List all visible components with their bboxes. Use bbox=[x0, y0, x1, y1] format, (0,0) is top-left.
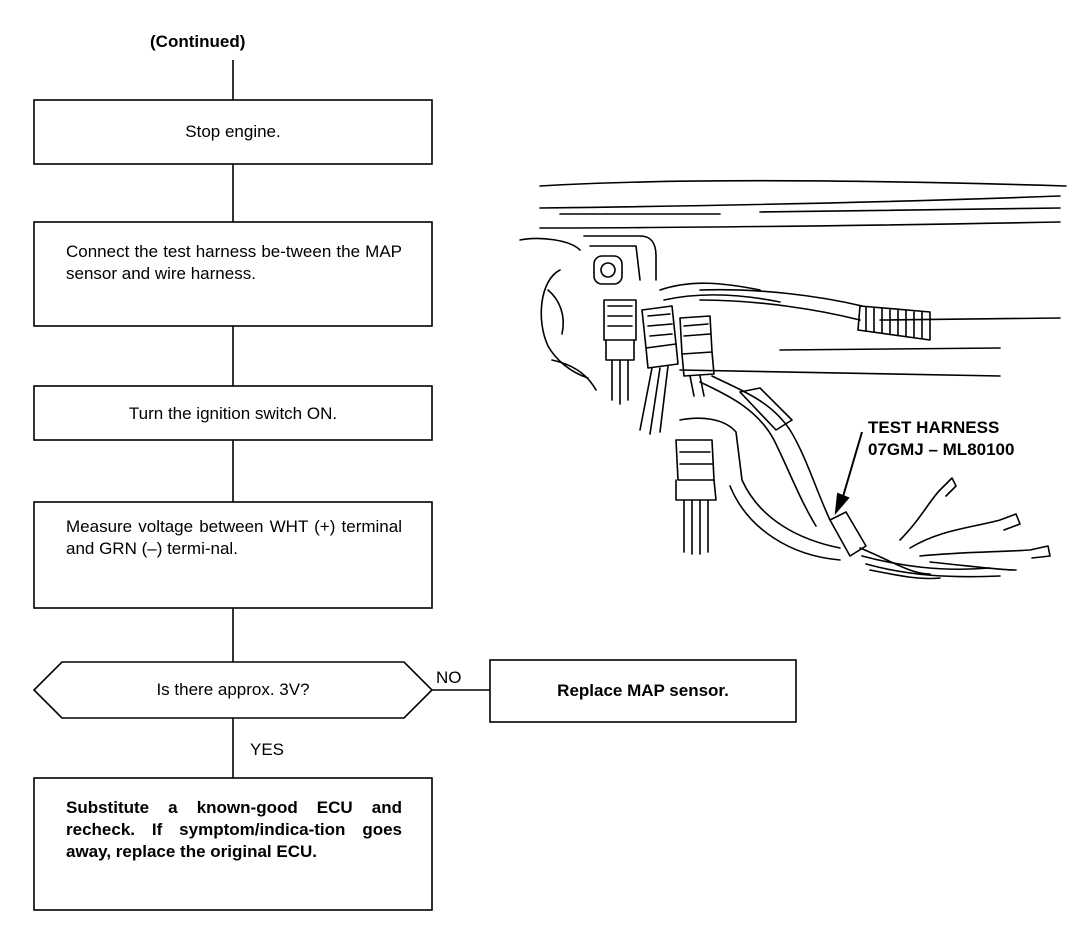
box-ignition-on bbox=[33, 385, 433, 441]
box-connect-harness bbox=[33, 221, 433, 327]
no-action-text: Replace MAP sensor. bbox=[557, 681, 729, 700]
callout-line1: TEST HARNESS bbox=[868, 418, 1000, 437]
callout-leader bbox=[834, 431, 863, 516]
step-stop-engine-text: Stop engine. bbox=[185, 122, 281, 141]
step-connect-harness-text: Connect the test harness be-tween the MA… bbox=[66, 242, 402, 283]
callout-line2: 07GMJ – ML80100 bbox=[868, 440, 1015, 459]
map-sensor-test-harness-illustration bbox=[519, 179, 1067, 580]
yes-label: YES bbox=[250, 740, 285, 759]
decision-text: Is there approx. 3V? bbox=[156, 680, 310, 699]
box-replace-map bbox=[489, 659, 797, 723]
box-stop-engine bbox=[33, 99, 433, 165]
box-substitute-ecu bbox=[33, 777, 433, 911]
step-measure-voltage-text: Measure voltage between WHT (+) terminal… bbox=[66, 517, 402, 558]
final-step-text: Substitute a known-good ECU and recheck.… bbox=[66, 798, 402, 861]
decision-hexagon bbox=[32, 661, 434, 719]
continued-label: (Continued) bbox=[150, 32, 246, 51]
step-ignition-on-text: Turn the ignition switch ON. bbox=[128, 404, 338, 423]
box-measure-voltage bbox=[33, 501, 433, 609]
no-label: NO bbox=[436, 668, 462, 687]
